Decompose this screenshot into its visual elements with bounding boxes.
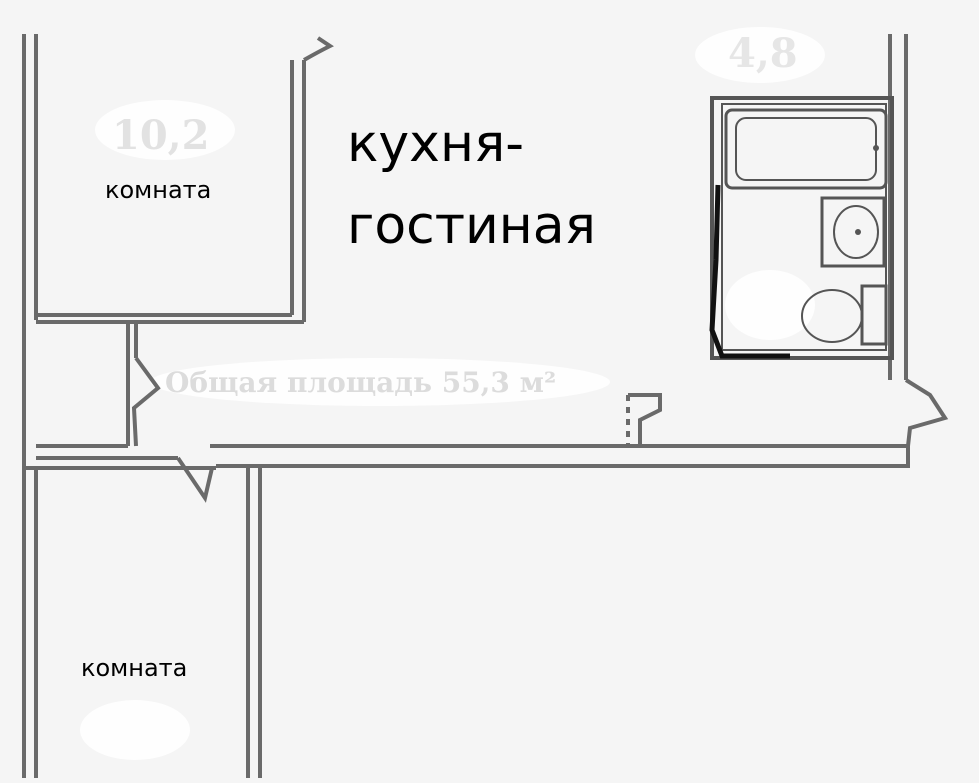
bathroom-block: [709, 96, 894, 360]
room-bottom-label: комната: [81, 654, 188, 682]
room-top-label: комната: [105, 176, 212, 204]
kitchen-living-label-line1: кухня-: [347, 114, 524, 174]
bathroom-area: 4,8: [728, 30, 798, 77]
sink-icon: [820, 196, 886, 268]
total-area-text: Общая площадь 55,3 м²: [165, 366, 557, 399]
kitchen-living-label-line2: гостиная: [347, 196, 596, 256]
bathtub-icon: [724, 108, 888, 190]
walls: [22, 34, 949, 778]
erased-areas: [80, 27, 825, 760]
room-top-area: 10,2: [112, 112, 210, 159]
